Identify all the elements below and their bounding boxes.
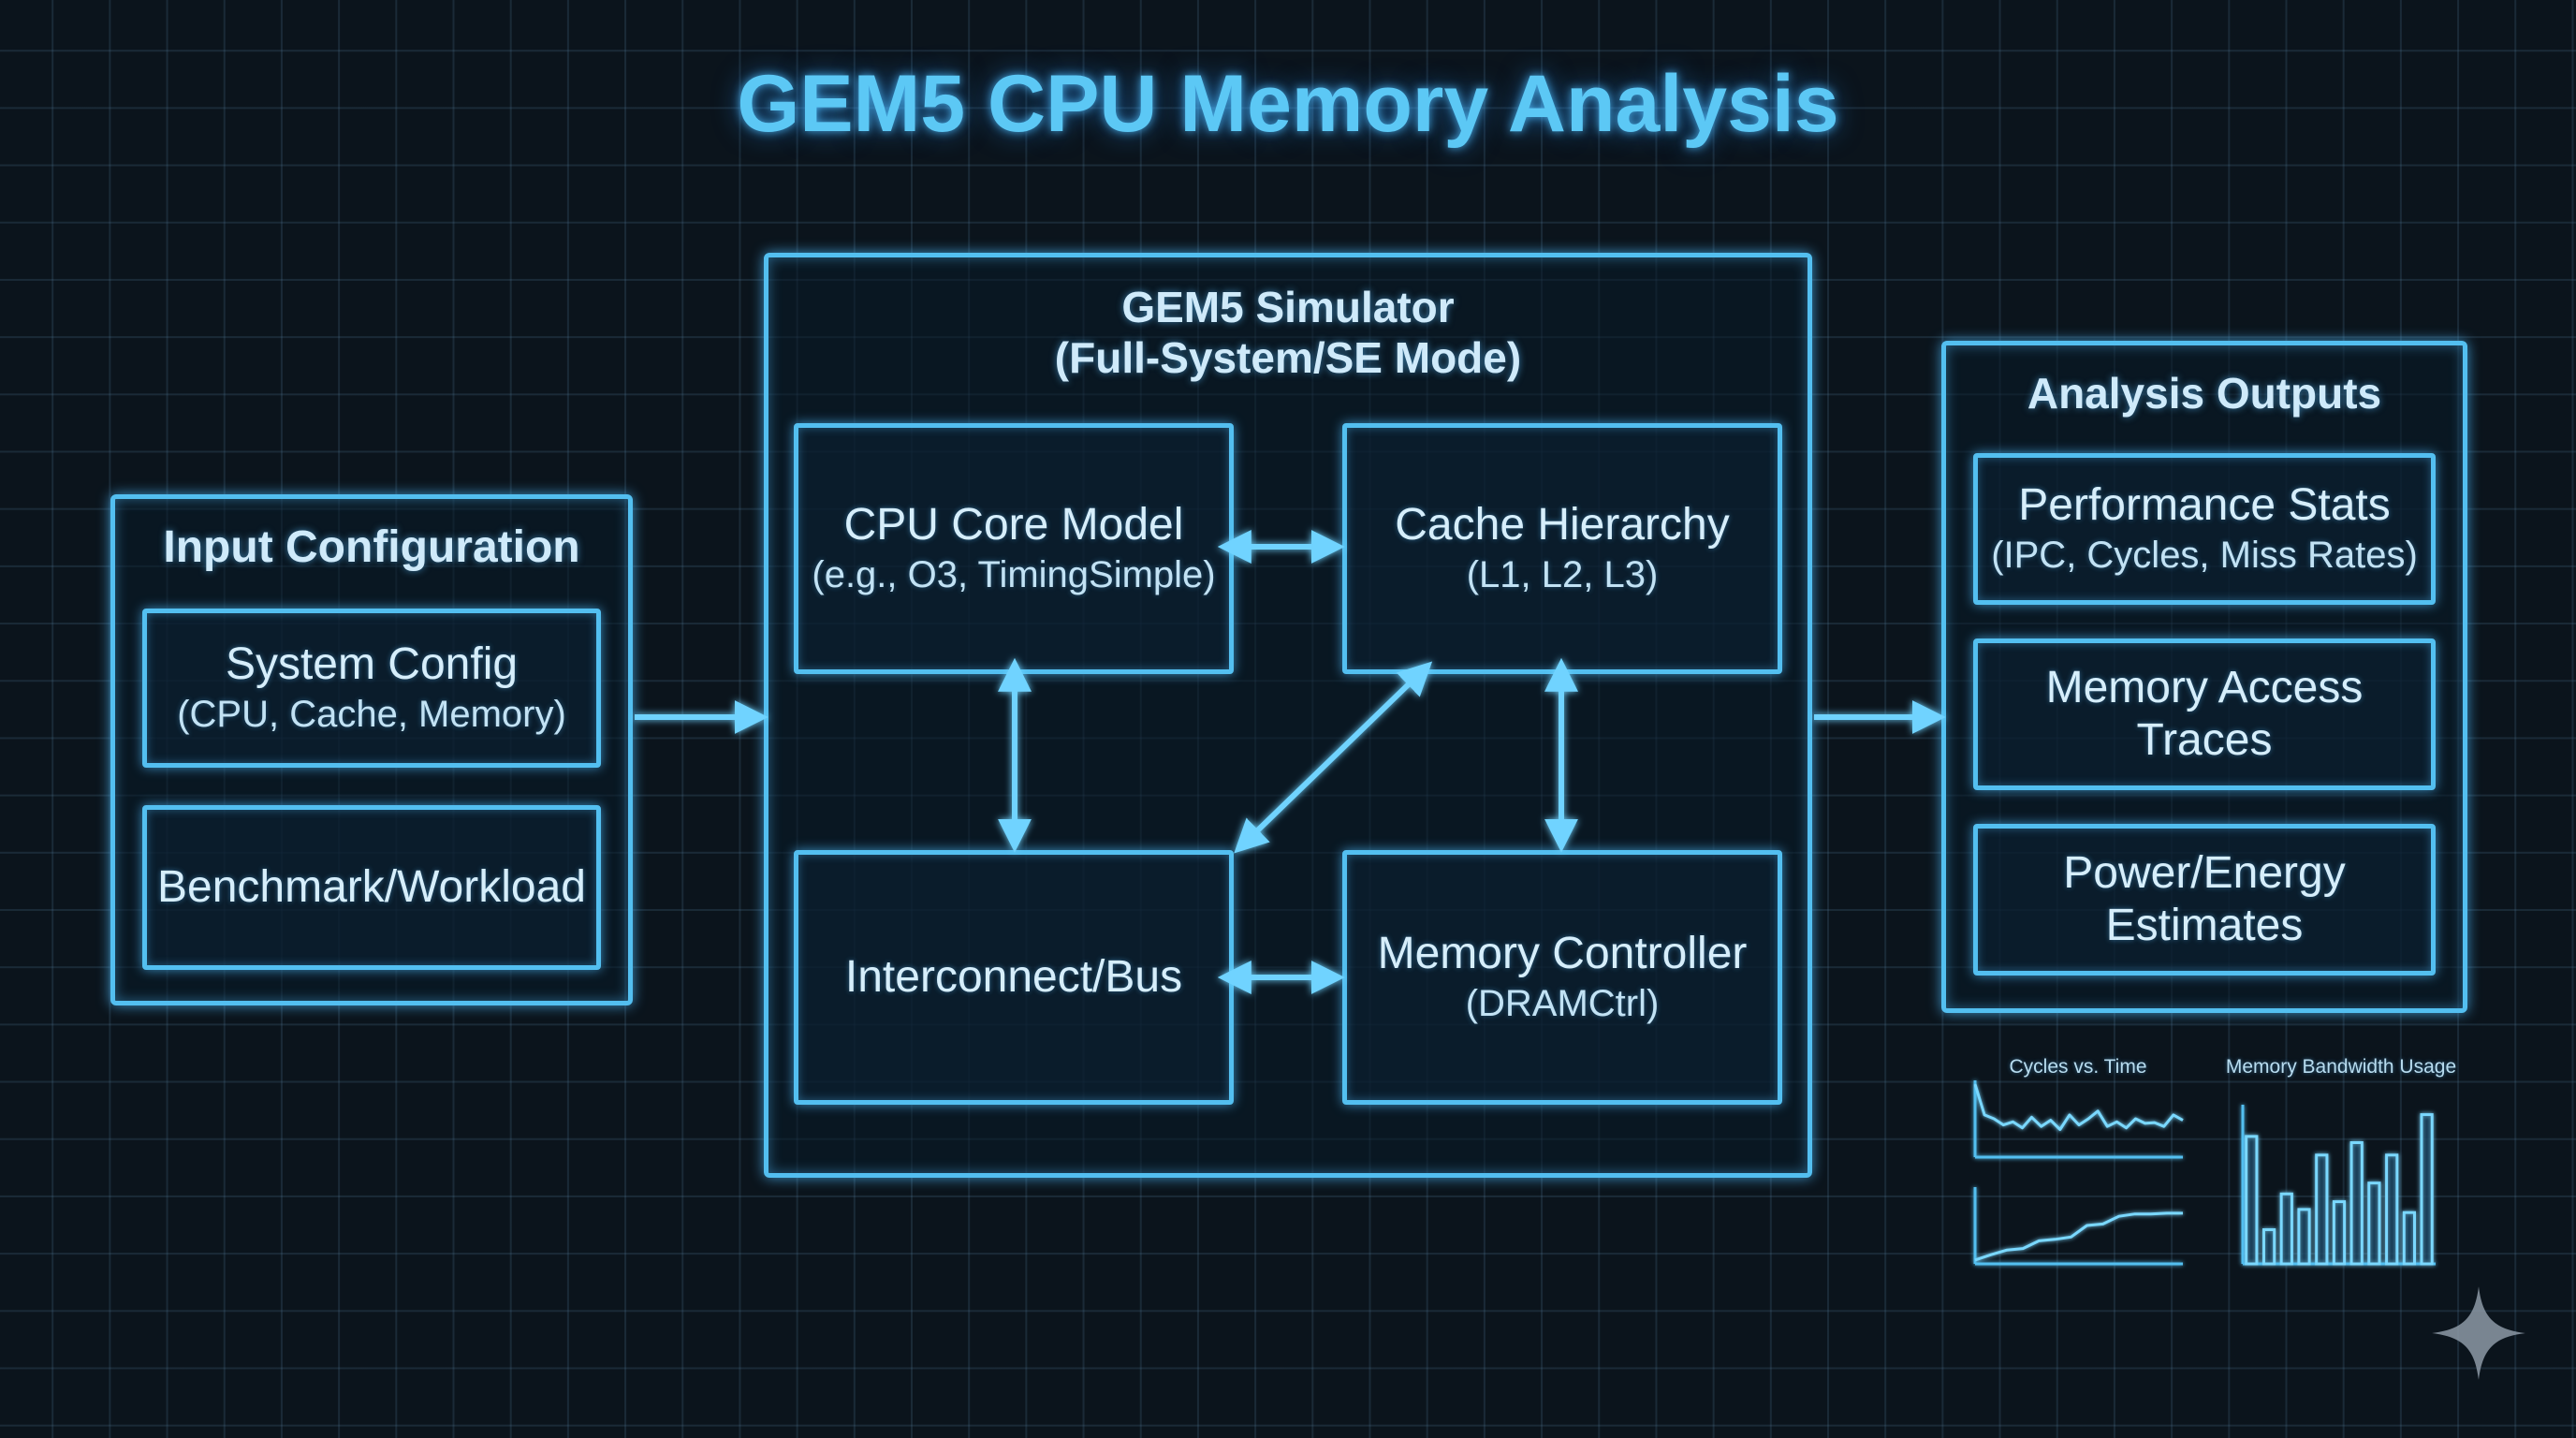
benchmark-workload-box[interactable]: Benchmark/Workload [142,805,601,970]
cpu-core-model-subtitle: (e.g., O3, TimingSimple) [812,554,1216,595]
gem5-simulator-heading: GEM5 Simulator [1121,283,1455,331]
bandwidth-bar [2332,1200,2347,1266]
power-energy-line2: Estimates [2105,901,2304,950]
performance-stats-subtitle: (IPC, Cycles, Miss Rates) [1991,535,2418,576]
performance-stats-box[interactable]: Performance Stats (IPC, Cycles, Miss Rat… [1973,453,2436,605]
system-config-box[interactable]: System Config (CPU, Cache, Memory) [142,609,601,768]
power-energy-line1: Power/Energy [2063,848,2346,898]
bandwidth-bar [2315,1153,2329,1266]
memory-bandwidth-usage-title: Memory Bandwidth Usage [2225,1056,2457,1078]
bandwidth-bar [2349,1141,2364,1266]
analysis-outputs-heading: Analysis Outputs [2027,369,2382,418]
bandwidth-bar [2402,1211,2417,1266]
cpu-core-model-box[interactable]: CPU Core Model (e.g., O3, TimingSimple) [794,423,1234,674]
gem5-simulator-mode: (Full-System/SE Mode) [1054,333,1522,382]
sparkle-logo-icon [2432,1286,2525,1380]
cache-hierarchy-title: Cache Hierarchy [1395,500,1730,550]
interconnect-bus-title: Interconnect/Bus [844,952,1183,1002]
bandwidth-bar [2297,1208,2311,1266]
cycles-vs-time-title: Cycles vs. Time [2009,1056,2147,1078]
memory-access-traces-line1: Memory Access [2045,663,2364,712]
cache-interconnect-arrow [1234,661,1433,854]
bandwidth-bar [2367,1181,2381,1266]
system-config-subtitle: (CPU, Cache, Memory) [177,694,566,735]
memory-controller-subtitle: (DRAMCtrl) [1465,983,1660,1024]
power-energy-box[interactable]: Power/Energy Estimates [1973,824,2436,976]
cycles-chart-2-series-line [1974,1211,2183,1262]
performance-stats-title: Performance Stats [2018,480,2391,530]
memory-access-traces-box[interactable]: Memory Access Traces [1973,638,2436,790]
bandwidth-bar [2245,1135,2259,1266]
bandwidth-bar [2420,1113,2434,1266]
memory-controller-box[interactable]: Memory Controller (DRAMCtrl) [1342,850,1782,1105]
cpu-core-model-title: CPU Core Model [843,500,1184,550]
bandwidth-bar [2385,1153,2399,1266]
input-configuration-heading: Input Configuration [163,522,580,572]
bandwidth-bar [2262,1228,2276,1266]
cache-hierarchy-subtitle: (L1, L2, L3) [1466,554,1659,595]
bandwidth-bar [2279,1192,2293,1266]
cycles-chart-1-series-line [1973,1083,2184,1131]
cache-hierarchy-box[interactable]: Cache Hierarchy (L1, L2, L3) [1342,423,1782,674]
system-config-title: System Config [225,639,519,689]
interconnect-bus-box[interactable]: Interconnect/Bus [794,850,1234,1105]
memory-access-traces-line2: Traces [2136,715,2273,765]
page-title: GEM5 CPU Memory Analysis [737,59,1839,149]
benchmark-workload-title: Benchmark/Workload [157,862,586,912]
memory-controller-title: Memory Controller [1377,929,1748,978]
